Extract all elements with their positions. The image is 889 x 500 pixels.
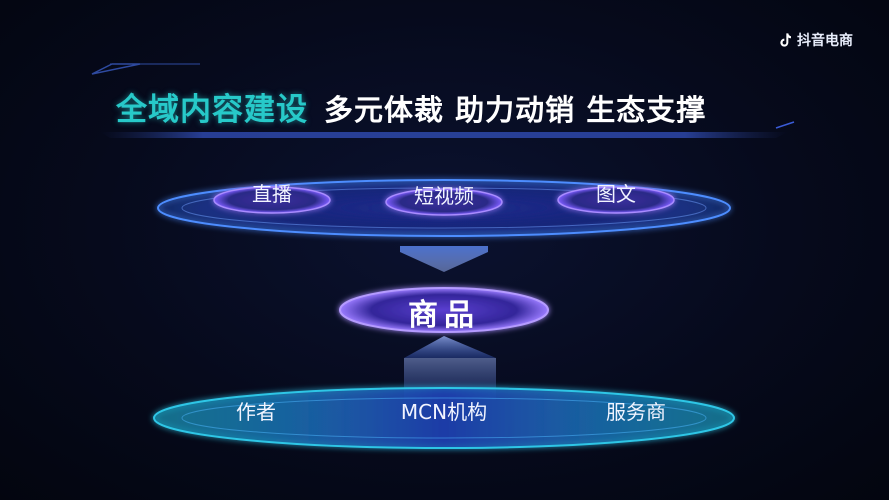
bottom-item-creator: 作者: [236, 400, 276, 424]
title-area: 全域内容建设 多元体裁 助力动销 生态支撑: [0, 0, 889, 160]
brand-logo: 抖音电商: [777, 30, 853, 50]
arrow-up-head: [404, 336, 496, 358]
bottom-platform: [153, 387, 735, 449]
center-item-product: 商品: [408, 298, 480, 333]
tiktok-note-icon: [780, 33, 791, 47]
center-pill: [339, 287, 549, 333]
title-corner-right: [775, 121, 795, 129]
page-title: 全域内容建设 多元体裁 助力动销 生态支撑: [116, 84, 706, 129]
pill-live: [213, 186, 331, 214]
pill-short-video: [385, 188, 503, 216]
top-item-live: 直播: [252, 182, 292, 206]
arrow-down: [400, 246, 488, 272]
brand-name: 抖音电商: [797, 33, 853, 49]
top-item-image-text: 图文: [596, 182, 636, 206]
bottom-item-service-provider: 服务商: [606, 400, 666, 424]
title-decoration: [91, 63, 795, 138]
title-highlight: 全域内容建设: [116, 92, 308, 128]
bottom-item-mcn: MCN机构: [400, 400, 488, 424]
pill-image-text: [557, 186, 675, 214]
title-rest: 多元体裁 助力动销 生态支撑: [324, 93, 707, 127]
title-underline: [100, 132, 788, 138]
top-item-short-video: 短视频: [414, 184, 474, 208]
